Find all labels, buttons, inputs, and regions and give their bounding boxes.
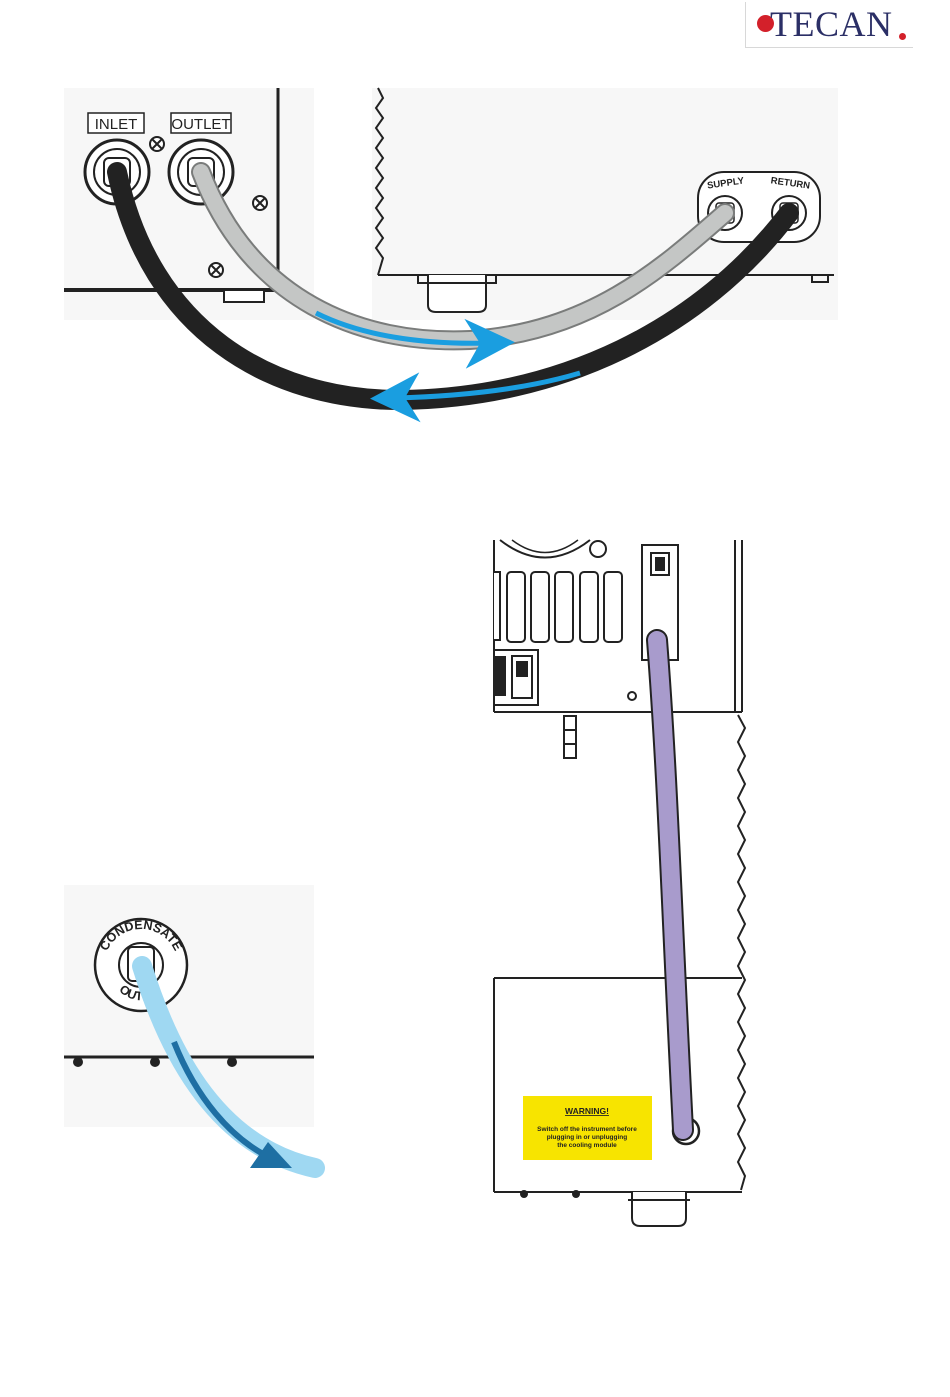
warning-line-2: plugging in or unplugging <box>547 1134 628 1141</box>
figure-cable: WARNING! Switch off the instrument befor… <box>494 540 745 1226</box>
outlet-label: OUTLET <box>171 116 230 133</box>
warning-label: WARNING! Switch off the instrument befor… <box>523 1096 652 1160</box>
cooling-module-housing <box>372 88 838 320</box>
inlet-label: INLET <box>95 116 138 133</box>
vent-slots <box>494 572 622 642</box>
screw-icon <box>150 137 164 151</box>
warning-line-3: the cooling module <box>557 1142 617 1149</box>
fan-icon <box>500 540 606 558</box>
bracket <box>564 716 576 758</box>
screw-icon <box>209 263 223 277</box>
warning-line-1: Switch off the instrument before <box>537 1126 637 1133</box>
warning-title: WARNING! <box>565 1106 609 1116</box>
screw-icon <box>253 196 267 210</box>
figure-condensate: CONDENSATE OUTLET <box>64 885 315 1168</box>
figure-water-hoses: INLET OUTLET SUPPLY <box>64 88 838 400</box>
power-switch-icon <box>494 650 538 705</box>
